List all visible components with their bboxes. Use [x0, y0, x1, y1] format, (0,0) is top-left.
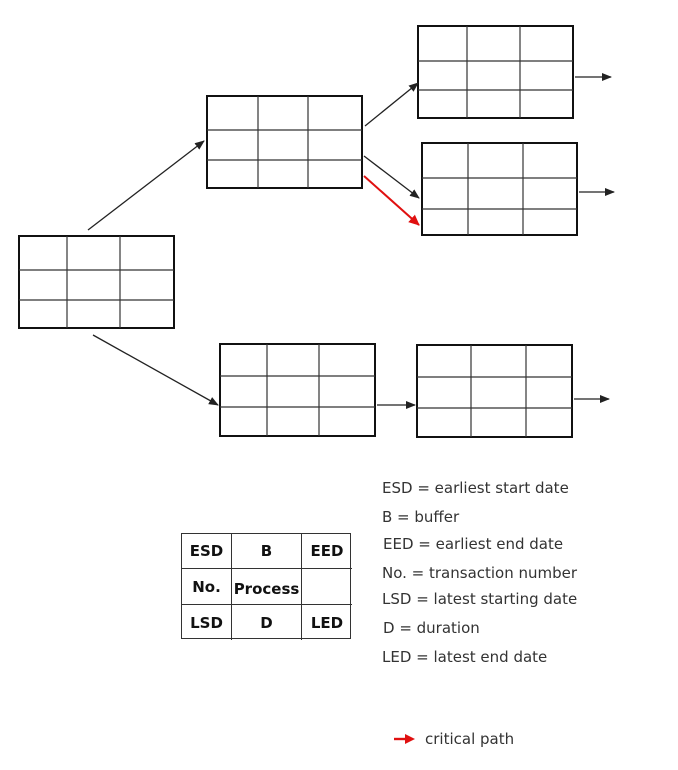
arrow-b-d [363, 155, 420, 199]
definition-b: B = buffer [382, 508, 460, 526]
red-arrow-icon [394, 734, 415, 744]
definition-esd: ESD = earliest start date [382, 479, 569, 497]
legend-cell-eed: EED [302, 534, 352, 569]
node-d [421, 142, 578, 236]
node-legend-table: ESD B EED No. Process LSD D LED [181, 533, 352, 640]
legend-cell-no: No. [182, 569, 232, 605]
node-e [219, 343, 376, 437]
arrow-b-c [364, 82, 419, 127]
node-b [206, 95, 363, 189]
legend-cell-led: LED [310, 613, 344, 632]
node-a [18, 235, 175, 329]
critical-path-legend: critical path [393, 730, 514, 748]
node-f [416, 344, 573, 438]
critical-path-label: critical path [425, 730, 515, 748]
arrow-a-b [87, 140, 205, 231]
node-c [417, 25, 574, 119]
definition-lsd: LSD = latest starting date [382, 590, 578, 608]
definition-led: LED = latest end date [382, 648, 548, 666]
definition-d: D = duration [383, 619, 480, 637]
arrow-a-e [92, 334, 219, 406]
definition-eed: EED = earliest end date [383, 535, 564, 553]
legend-cell-b: B [232, 534, 302, 569]
legend-cell-d: D [232, 605, 302, 640]
legend-cell-process: Process [232, 569, 302, 605]
critical-arrow-b-d [363, 175, 420, 226]
legend-cell-lsd: LSD [182, 605, 232, 640]
legend-cell-empty [302, 569, 352, 605]
legend-cell-esd: ESD [182, 534, 232, 569]
definition-no: No. = transaction number [382, 564, 578, 582]
